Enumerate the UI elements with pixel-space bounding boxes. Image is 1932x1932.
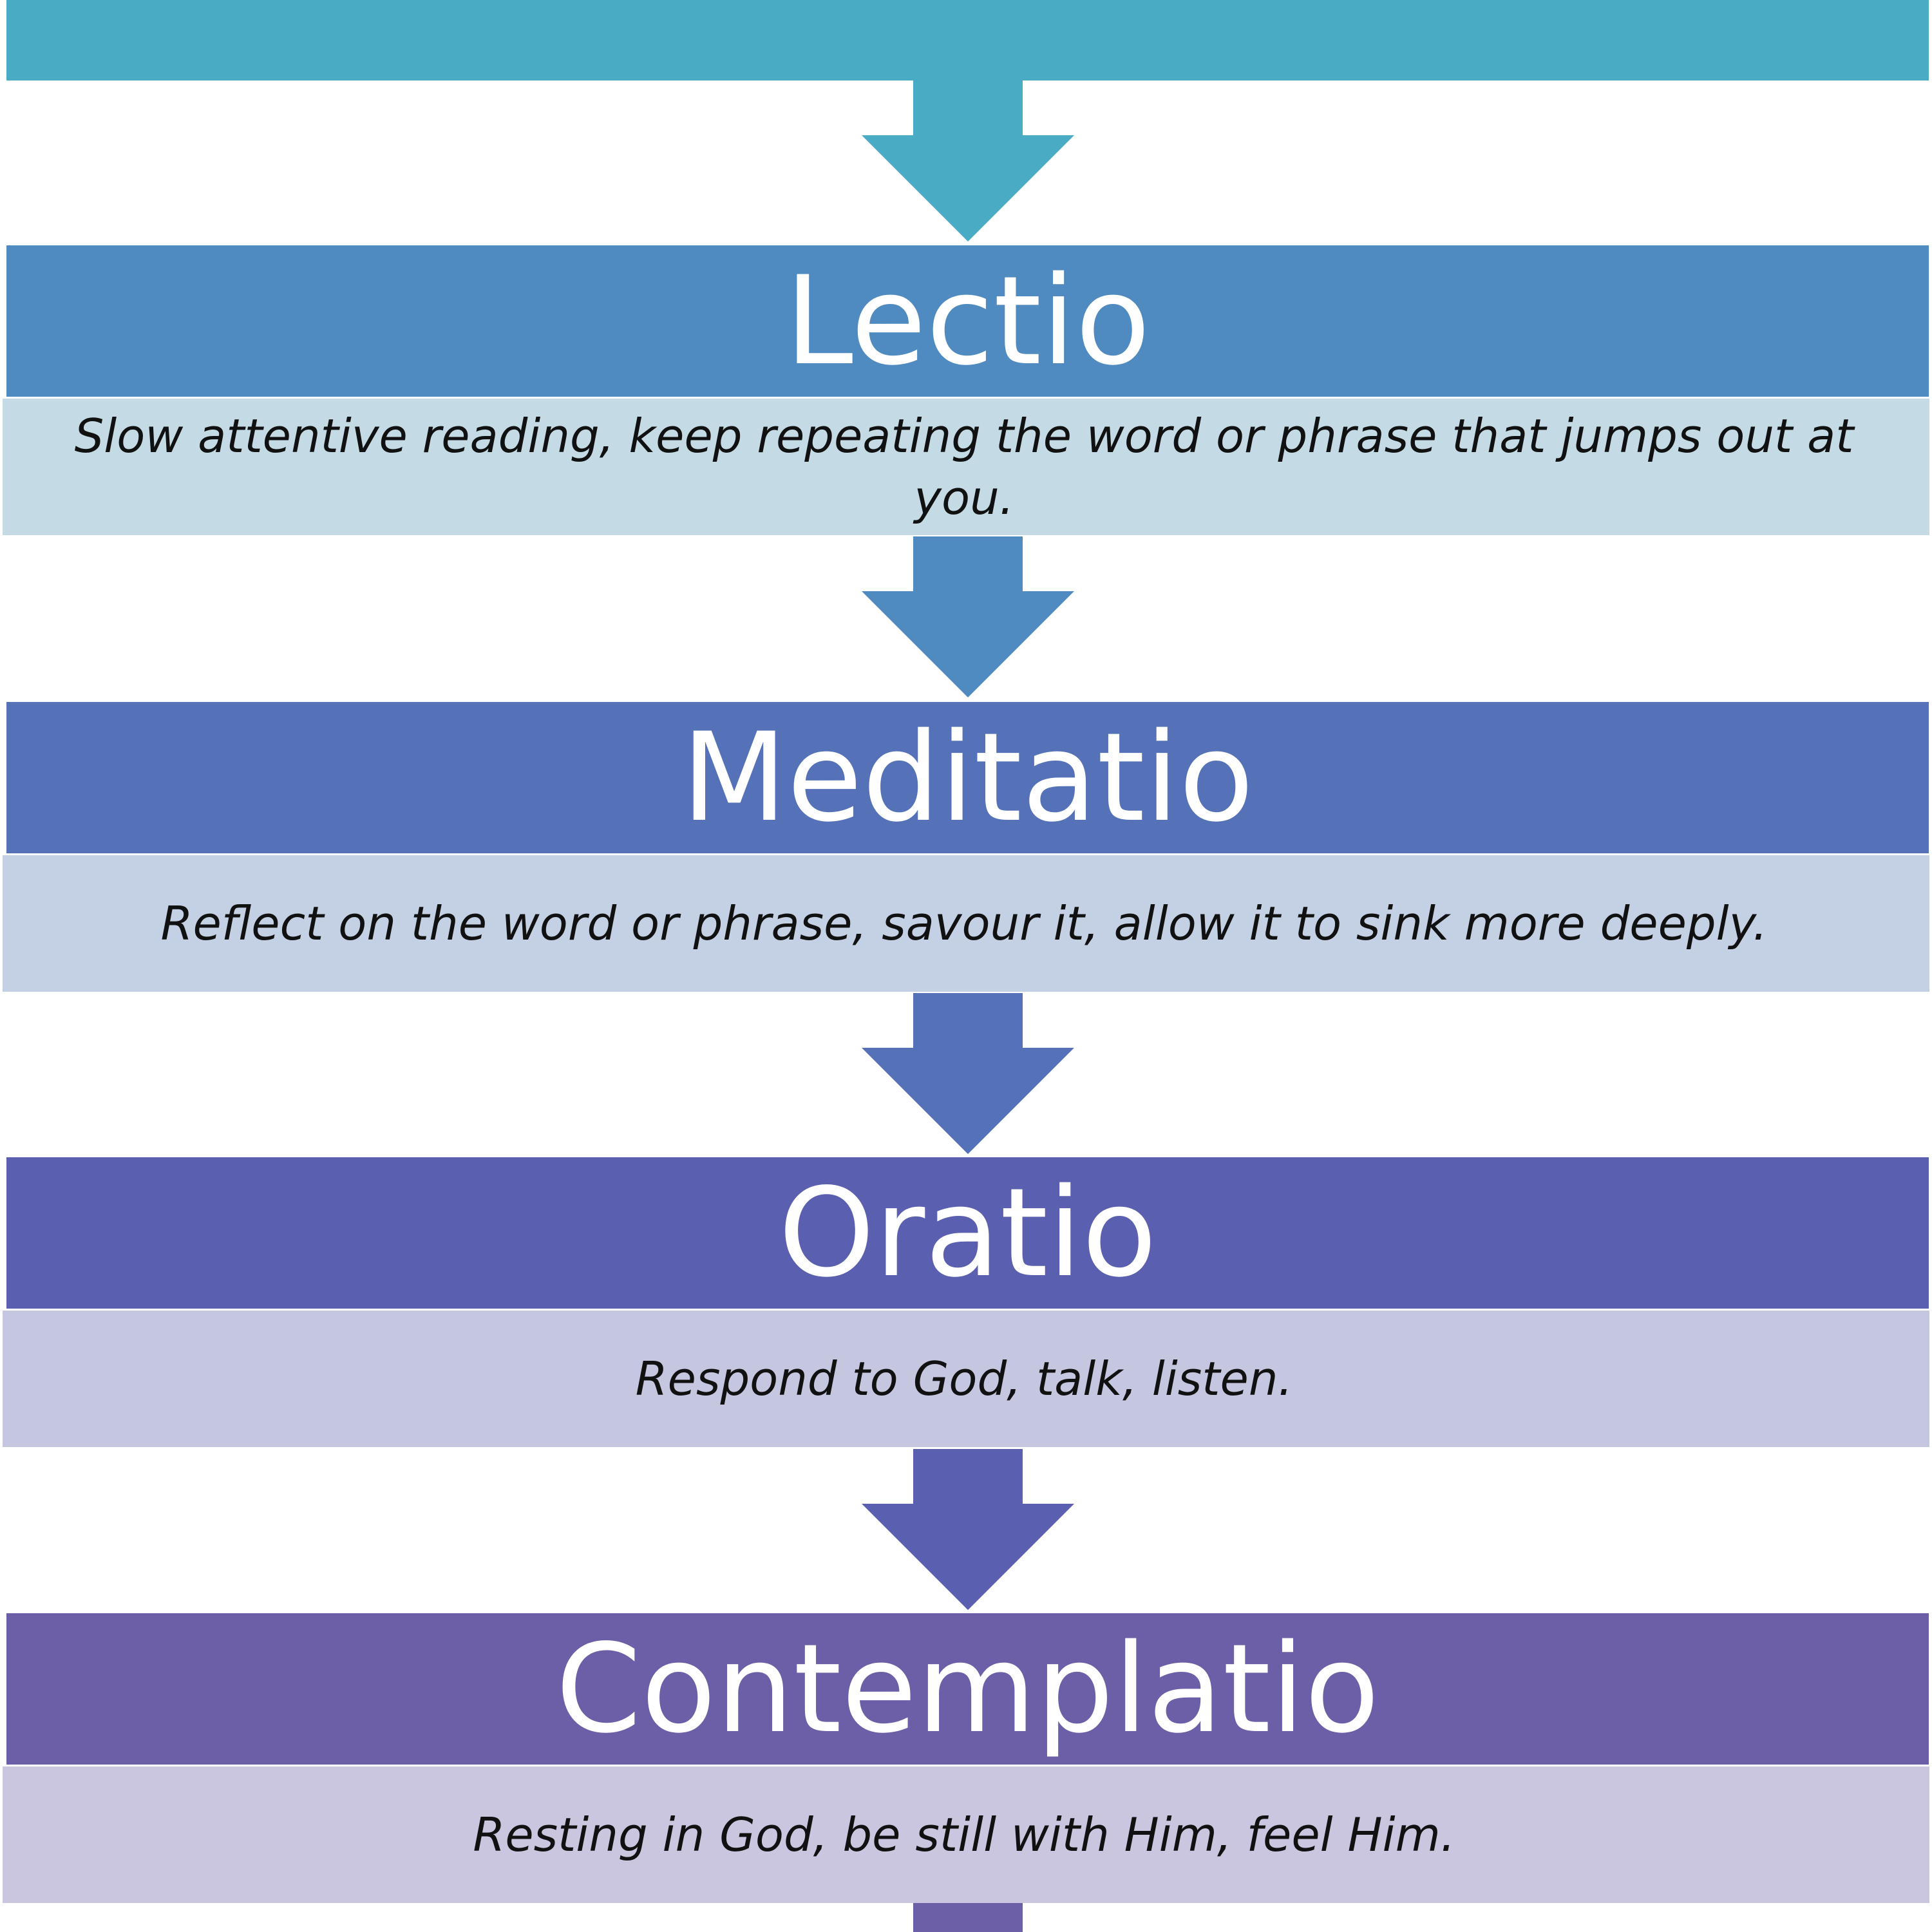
lectio-title: Lectio [784,249,1151,392]
down-arrow-shape [862,536,1074,697]
contemplatio-description-box: Resting in God, be still with Him, feel … [3,1766,1929,1903]
down-arrow-icon [862,536,1074,697]
down-arrow-shape [862,80,1074,242]
down-arrow-shape [862,1449,1074,1610]
contemplatio-description: Resting in God, be still with Him, feel … [473,1808,1455,1862]
down-arrow-icon [862,1903,1074,1932]
down-arrow-shape [862,993,1074,1154]
meditatio-description-box: Reflect on the word or phrase, savour it… [3,855,1929,992]
down-arrow-icon [862,80,1074,242]
meditatio-title: Meditatio [681,706,1254,849]
down-arrow-shape [913,1903,1023,1932]
meditatio-description: Reflect on the word or phrase, savour it… [160,896,1768,951]
contemplatio-header: Contemplatio [6,1613,1929,1765]
lectio-description-box: Slow attentive reading, keep repeating t… [3,399,1929,535]
lectio-description: Slow attentive reading, keep repeating t… [74,409,1854,525]
oratio-title: Oratio [778,1161,1157,1304]
contemplatio-title: Contemplatio [555,1617,1380,1760]
top-step-header [6,0,1929,80]
oratio-header: Oratio [6,1157,1929,1309]
lectio-header: Lectio [6,245,1929,397]
meditatio-header: Meditatio [6,702,1929,853]
oratio-description: Respond to God, talk, listen. [635,1352,1293,1406]
down-arrow-icon [862,1449,1074,1610]
oratio-description-box: Respond to God, talk, listen. [3,1311,1929,1447]
down-arrow-icon [862,993,1074,1154]
